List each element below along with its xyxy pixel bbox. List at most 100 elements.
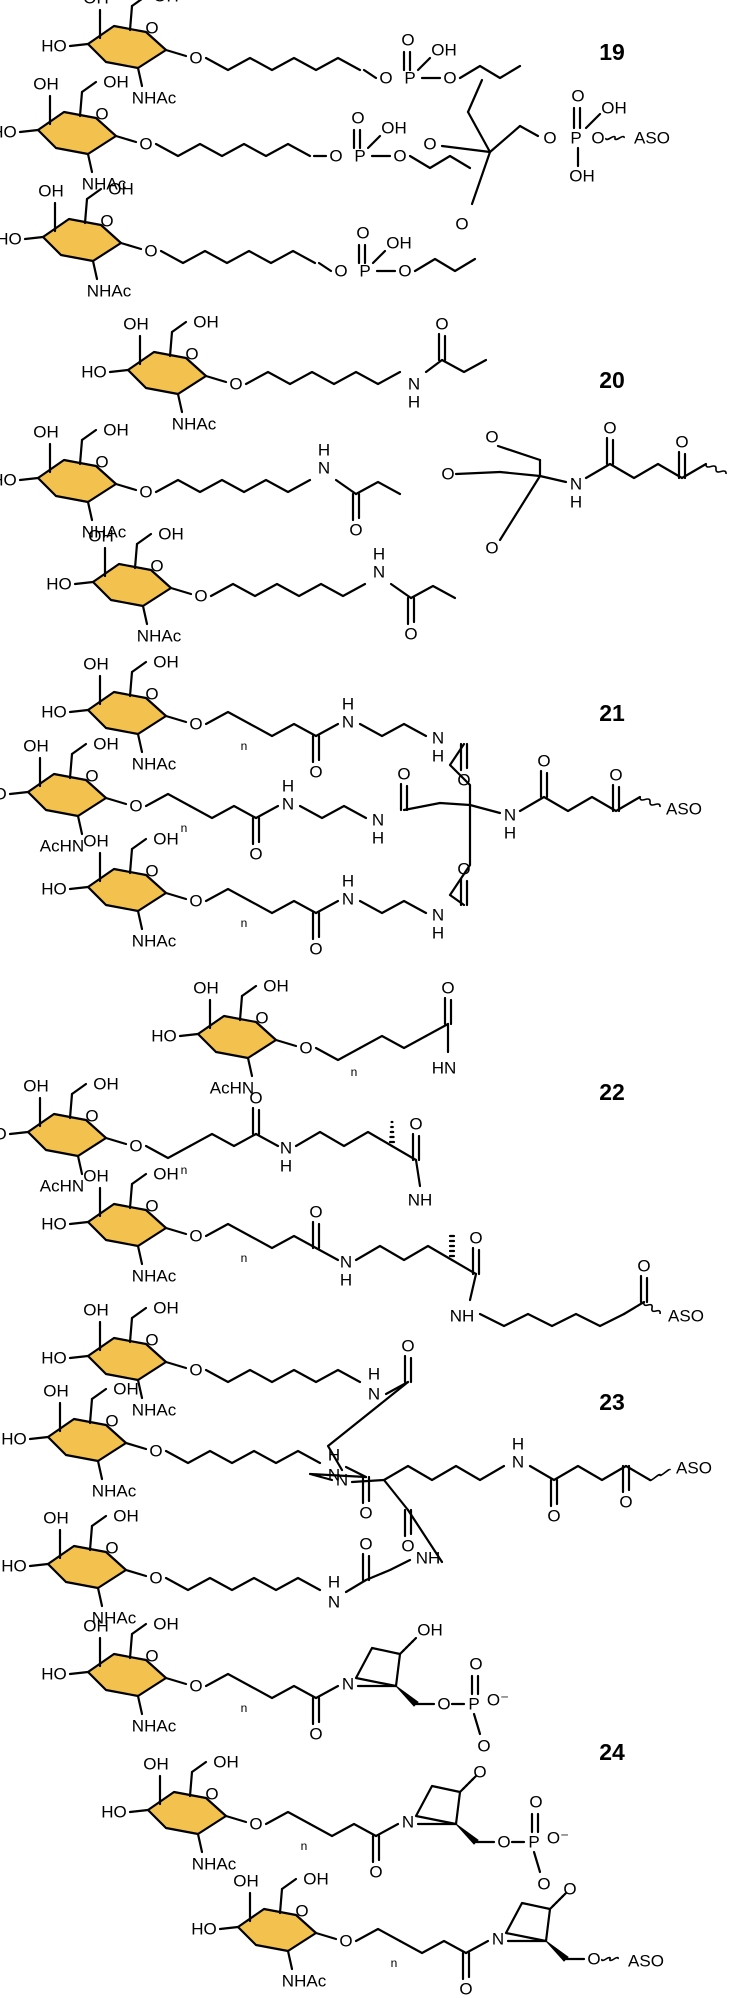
bond <box>246 1056 254 1078</box>
bond <box>314 1684 340 1700</box>
bond <box>538 474 568 484</box>
ring-oxygen-label: O <box>105 1412 118 1431</box>
alkyl-chain <box>314 1046 362 1062</box>
hydroxyl-label: OH <box>193 313 219 332</box>
bond <box>416 56 432 72</box>
amide-h-label: H <box>318 441 330 460</box>
lysine-chain <box>382 1464 506 1482</box>
bond <box>114 134 138 144</box>
compound-number-24: 24 <box>599 1739 625 1765</box>
hydroxyl-label: OH <box>103 73 129 92</box>
hydroxyl-label: HO <box>41 703 67 722</box>
hydroxyl-label: OH <box>108 180 134 199</box>
bond <box>8 1130 30 1136</box>
bond <box>204 374 228 384</box>
bond <box>371 249 387 265</box>
amide-h-label: H <box>504 824 516 843</box>
acetamido-label: NHAc <box>137 627 182 646</box>
ring-oxygen-label: O <box>145 1331 158 1350</box>
hydroxyl-label: OH <box>23 1077 49 1096</box>
bond <box>178 1032 200 1038</box>
ring-oxygen-label: O <box>185 345 198 364</box>
bond <box>218 1925 240 1931</box>
amide-nitrogen-label: NH <box>416 1549 441 1568</box>
alkyl-chain <box>159 249 317 265</box>
oxygen-label: O <box>309 763 322 782</box>
lysine-side-chain <box>294 1130 394 1148</box>
acetamido-label: NHAc <box>132 755 177 774</box>
hydroxyl-label: OH <box>113 1380 139 1399</box>
hydroxyl-label: OH <box>303 1870 329 1889</box>
glycosidic-oxygen-label: O <box>189 49 202 68</box>
phosphorus-label: P <box>468 1695 479 1714</box>
hydroxyl-label: HO <box>0 785 7 804</box>
bond <box>91 259 99 281</box>
bond <box>90 1514 108 1528</box>
bond <box>76 1154 84 1176</box>
amide-h-label: H <box>570 493 582 512</box>
bond <box>334 478 358 496</box>
glycosidic-oxygen-label: O <box>189 1361 202 1380</box>
oxygen-label: O <box>591 129 604 148</box>
bond <box>454 470 502 476</box>
oxygen-label: O <box>441 979 454 998</box>
acetamido-label: NHAc <box>172 415 217 434</box>
glycosidic-oxygen-label: O <box>139 483 152 502</box>
alkyl-chain <box>144 1144 192 1160</box>
bond <box>164 1226 188 1236</box>
amide-h-label: H <box>342 695 354 714</box>
oxygen-label: O <box>249 845 262 864</box>
bond <box>114 482 138 492</box>
repeat-subscript-n: n <box>181 821 188 835</box>
hydroxyl-label: OH <box>193 979 219 998</box>
hydroxyl-label: OH <box>38 182 64 201</box>
alkyl-chain <box>264 1810 312 1826</box>
glycosidic-oxygen-label: O <box>189 892 202 911</box>
acetamido-label: NHAc <box>282 1972 327 1991</box>
bond <box>164 1360 188 1370</box>
alkyl-chain <box>440 358 488 374</box>
bond <box>124 1441 148 1451</box>
oxygen-label: O <box>563 1880 576 1899</box>
phosphate-oxygen-label: O <box>329 147 342 166</box>
oxygen-label: O <box>369 1863 382 1882</box>
amide-nitrogen-label: HN <box>432 1059 457 1078</box>
bond <box>128 670 134 698</box>
bond <box>18 476 40 482</box>
amide-h-label: H <box>282 777 294 796</box>
bond <box>389 582 413 600</box>
bond <box>168 330 174 358</box>
bond <box>130 1622 148 1636</box>
oxygen-label: O <box>469 1229 482 1248</box>
alkyl-chain <box>154 142 312 158</box>
bond <box>254 1132 280 1148</box>
hydroxyl-label: HO <box>41 880 67 899</box>
propyl-linker <box>413 257 477 273</box>
bond <box>130 1306 148 1320</box>
bond <box>382 1478 410 1512</box>
oxygen-label: O <box>393 147 406 166</box>
glycosidic-oxygen-label: O <box>189 1227 202 1246</box>
phosphorus-label: P <box>404 69 415 88</box>
bond <box>88 1397 94 1425</box>
oxygen-label: O <box>349 521 362 540</box>
bond <box>83 197 89 225</box>
bond <box>344 1465 368 1479</box>
ring-oxygen-label: O <box>145 862 158 881</box>
alkyl-chain <box>164 1449 322 1465</box>
wavy-bond <box>605 135 625 141</box>
hydroxyl-label: OH <box>153 0 179 6</box>
oxygen-label: O <box>309 1725 322 1744</box>
amide-nitrogen-label: N <box>342 713 354 732</box>
bond <box>280 1877 298 1891</box>
oxygen-label: O <box>473 1763 486 1782</box>
undefined <box>326 1380 410 1472</box>
stereo-wedge <box>455 1823 479 1845</box>
hydroxyl-label: OH <box>23 737 49 756</box>
repeat-subscript-n: n <box>301 1839 308 1853</box>
bond <box>96 1459 104 1481</box>
bond <box>135 532 153 546</box>
oxygen-label: O <box>359 1504 372 1523</box>
alkyl-chain <box>204 56 362 72</box>
bond <box>68 885 90 891</box>
